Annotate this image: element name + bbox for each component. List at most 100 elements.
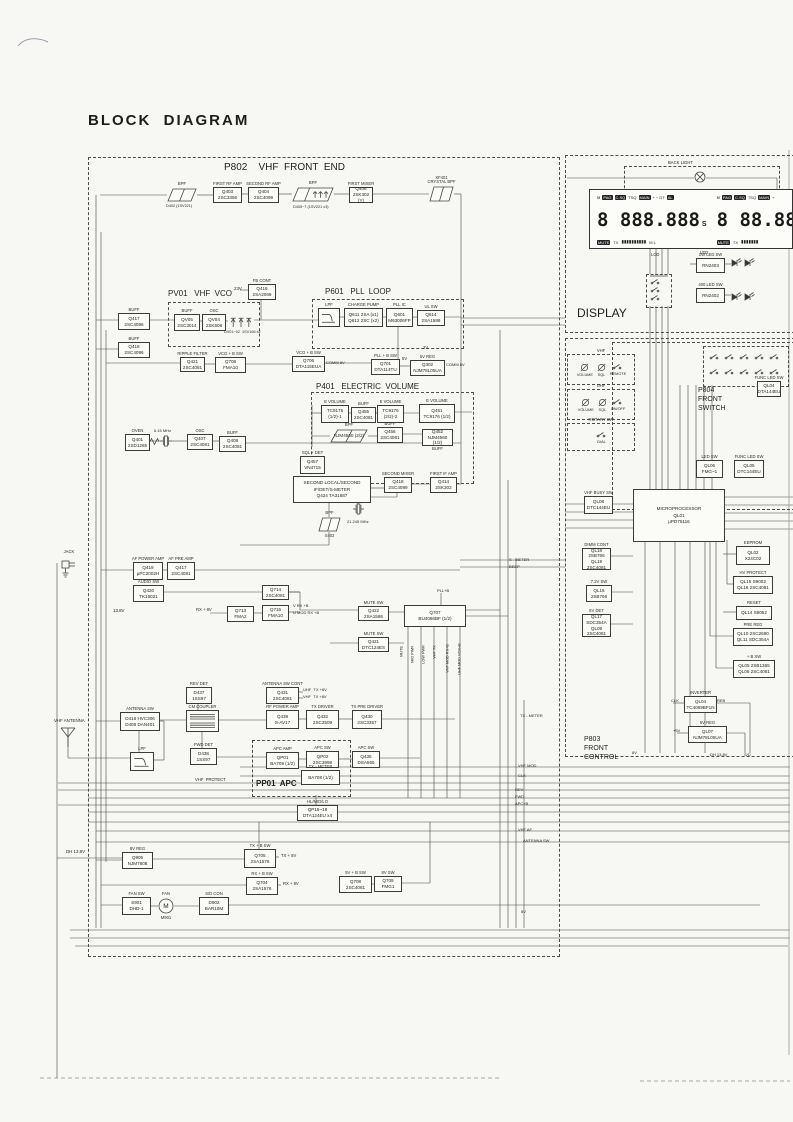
diagram-label-20: TX + 8V <box>281 853 297 858</box>
diagram-label-14: 23V <box>234 286 242 291</box>
backlight-lamp-icon <box>694 171 706 183</box>
diagram-label-53: VHF TX <box>432 645 437 659</box>
diagram-label-12: 13.8V <box>113 608 125 613</box>
diagram-label-16: 5V <box>402 356 408 361</box>
diagram-label-19: RX + 8V <box>196 607 212 612</box>
diagram-label-29: DV01~02 1SV166 x2 <box>224 330 261 334</box>
section-label-p804: P804 FRONT SWITCH <box>698 387 726 412</box>
diagram-label-27: D402 (1SV221) <box>166 204 193 208</box>
diagram-label-31: 21.245 MHz <box>347 519 369 524</box>
diagram-label-39: FWD <box>515 794 525 799</box>
diagram-label-10: LED <box>700 250 709 255</box>
diagram-label-51: MID PWR <box>410 645 415 663</box>
diagram-label-13: DH 13.8V <box>66 849 86 854</box>
speaker-jack-icon: JACK <box>60 550 78 580</box>
diagram-label-11: VHF ANTENNA <box>54 718 85 723</box>
crystal-bpf: XF401 CRYSTAL BPF <box>427 175 456 202</box>
section-switch-matrix <box>703 346 789 387</box>
diagram-label-23: VHF TX +8V <box>303 694 327 699</box>
led-icon-2 <box>744 258 755 269</box>
diagram-label-22: UHF TX +8V <box>303 687 327 692</box>
section-front-control <box>565 338 793 757</box>
thermistor <box>150 436 159 447</box>
diagram-label-25: V RX +B <box>293 603 309 608</box>
diagram-label-33: S - METER <box>509 557 530 562</box>
section-label-p802: P802 VHF FRONT END <box>224 162 345 173</box>
diagram-label-36: VHF MOD <box>518 763 537 768</box>
led-icon-1 <box>731 258 742 269</box>
diagram-label-18: COMM 8V <box>446 362 465 367</box>
diagram-label-45: DH 13.8V <box>710 752 728 757</box>
diagram-label-42: ANTENNA SW <box>523 838 550 843</box>
diagram-label-26: U MOD RX +B <box>293 610 320 615</box>
section-pp01 <box>252 740 351 797</box>
diagram-label-47: CLK <box>671 698 679 703</box>
diagram-label-44: 8V <box>632 750 637 755</box>
led-icon-3 <box>731 292 742 303</box>
diagram-label-41: VHF AF <box>518 827 533 832</box>
diagram-label-24: PLL+B <box>437 588 450 593</box>
diagram-label-32: VHF PROTECT <box>195 777 226 782</box>
diagram-label-35: TX - METER <box>520 713 543 718</box>
bpf-1: BPF <box>167 182 197 202</box>
pll-lpf: LPF <box>318 303 340 327</box>
section-label-p803: P803 FRONT CONTROL <box>584 736 619 761</box>
diagram-label-50: MUTE <box>399 645 404 657</box>
section-pv01 <box>168 302 260 347</box>
diagram-label-55: UHF MOD VOX+B <box>457 643 462 675</box>
svg-text:M: M <box>163 903 168 910</box>
